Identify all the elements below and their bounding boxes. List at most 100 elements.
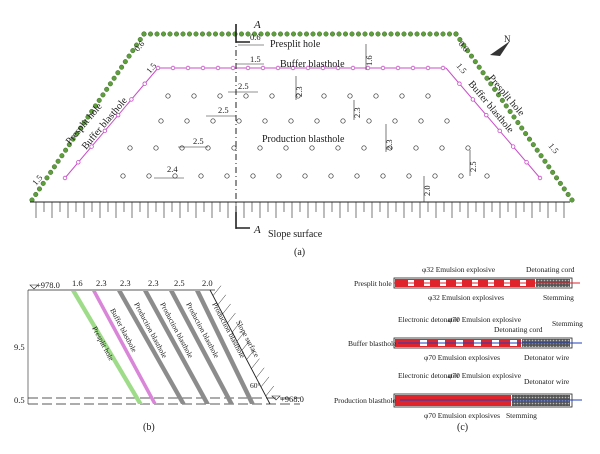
buffer-hole [497, 128, 502, 134]
hole-b-buffer [92, 291, 157, 404]
presplit-hole [408, 31, 414, 37]
presplit-hole [388, 31, 394, 37]
buffer-exp-label: φ70 Emulsion explosive [448, 315, 522, 324]
presplit-hole [115, 70, 121, 76]
buffer-hole [62, 175, 68, 181]
label-buffer-top: Buffer blasthole [280, 59, 345, 70]
presplit-hole [546, 164, 552, 170]
presplit-hole [78, 125, 84, 131]
buffer-hole [457, 81, 462, 86]
presplit-hole [554, 175, 560, 181]
production-hole [335, 145, 341, 151]
buffer-hole [290, 65, 296, 71]
presplit-hole [137, 37, 143, 43]
presplit-hole [457, 37, 463, 43]
production-hole [158, 118, 164, 124]
slope-face-line [209, 289, 271, 405]
svg-text:N: N [504, 34, 511, 44]
presplit-hole [126, 53, 132, 59]
presplit-hole [219, 31, 225, 37]
production-hole [302, 173, 308, 179]
buffer-hole [320, 65, 326, 71]
production-hole [153, 145, 159, 151]
production-hole [127, 145, 133, 151]
presplit-hole [122, 59, 128, 65]
production-hole [458, 173, 464, 179]
dim-spacing-4: 2.4 [167, 164, 178, 174]
presplit-hole [538, 153, 544, 159]
label-slope-surface: Slope surface [268, 229, 323, 240]
presplit-hole [70, 136, 76, 142]
presplit-hole [297, 31, 303, 37]
presplit-hole [488, 81, 494, 87]
presplit-hole [100, 92, 106, 98]
production-hole [146, 173, 152, 179]
presplit-hole [92, 103, 98, 109]
production-hole [366, 118, 372, 124]
label-presplit-top: Presplit hole [270, 39, 321, 50]
section-marker-top [235, 24, 250, 43]
slope-hatch-mark [251, 358, 260, 369]
presplit-hole [173, 31, 179, 37]
presplit-hole [519, 125, 525, 131]
presplit-hole [44, 175, 50, 181]
buffer-hole [142, 81, 147, 86]
slope-hatch-mark [265, 385, 274, 397]
production-hole [224, 173, 230, 179]
presplit-hole [304, 31, 310, 37]
spacing-b-5: 2.0 [202, 278, 213, 288]
slope-hatch-mark [256, 367, 265, 378]
slope-hatch-mark [260, 376, 270, 388]
presplit-hole [258, 31, 264, 37]
buffer-hole [275, 65, 281, 71]
slope-hatch-mark [236, 331, 246, 342]
buffer-stemming-label: Stemming [552, 319, 583, 328]
production-hole [283, 145, 289, 151]
dim-spacing-3: 2.5 [193, 136, 204, 146]
production-det-label: Electronic detonator [398, 371, 460, 380]
presplit-hole [526, 136, 532, 142]
presplit-hole [530, 142, 536, 148]
presplit-hole [499, 97, 505, 103]
spacing-b-1: 2.3 [96, 278, 107, 288]
production-holes [120, 93, 490, 179]
production-hole [314, 118, 320, 124]
production-hole [484, 173, 490, 179]
presplit-hole [550, 169, 556, 175]
production-hole [399, 93, 405, 99]
presplit-hole [369, 31, 375, 37]
buffer-hole [170, 65, 176, 71]
production-hole [179, 145, 185, 151]
section-label-top: A [253, 19, 261, 31]
buffer-hole [200, 65, 206, 71]
presplit-hole [141, 31, 147, 37]
presplit-hole [167, 31, 173, 37]
production-hole [321, 93, 327, 99]
buffer-hole [335, 65, 341, 71]
slope-hatch-mark [232, 322, 241, 333]
presplit-hole [476, 64, 482, 70]
panel-c: Presplit hole φ32 Emulsion explosive φ32… [334, 265, 583, 433]
production-hole [184, 118, 190, 124]
presplit-hole [154, 31, 160, 37]
dim-right-buffer: 1.5 [454, 61, 468, 76]
dim-spacing-2: 2.5 [218, 105, 229, 115]
presplit-hole [480, 70, 486, 76]
hole-b-production-3 [169, 291, 234, 404]
presplit-hole [492, 86, 498, 92]
production-hole [276, 173, 282, 179]
presplit-hole [59, 153, 65, 159]
presplit-hole [503, 103, 509, 109]
presplit-hole [212, 31, 218, 37]
section-label-bottom: A [253, 224, 261, 236]
presplit-hole [356, 31, 362, 37]
dim-top-v: 1.6 [364, 55, 374, 66]
dim-left-buffer: 1.5 [144, 61, 158, 76]
caption-c: (c) [457, 422, 468, 433]
presplit-hole [453, 31, 459, 37]
presplit-hole [534, 147, 540, 153]
presplit-hole [225, 31, 231, 37]
production-bottom-label: φ70 Emulsion explosives [424, 411, 500, 420]
production-hole [465, 145, 471, 151]
production-hole [444, 118, 450, 124]
